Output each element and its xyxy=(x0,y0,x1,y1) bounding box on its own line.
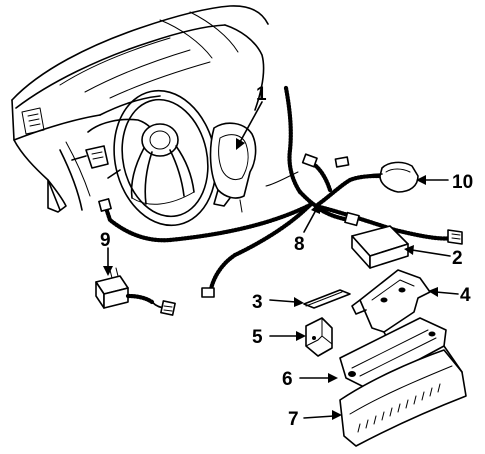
callout-1: 1 xyxy=(256,84,267,105)
part-5-small-bracket xyxy=(305,317,333,357)
callout-9: 9 xyxy=(100,230,111,251)
callout-6: 6 xyxy=(282,369,293,390)
leader-lines xyxy=(103,101,459,420)
part-6-7-support-bracket xyxy=(339,317,467,447)
callout-2: 2 xyxy=(452,248,463,269)
part-10-sensor xyxy=(349,161,419,193)
part-8-wire-harness xyxy=(98,85,463,298)
callout-10: 10 xyxy=(452,172,473,193)
part-1-airbag-module xyxy=(209,122,257,213)
dashboard-illustration xyxy=(11,5,269,213)
part-2-control-module xyxy=(351,225,409,269)
callout-8: 8 xyxy=(294,234,305,255)
callout-labels: 1 2 3 4 5 6 7 8 9 10 xyxy=(100,84,473,430)
callout-5: 5 xyxy=(252,327,263,348)
part-9-impact-sensor xyxy=(95,267,176,316)
steering-wheel-illustration xyxy=(107,89,217,227)
callout-4: 4 xyxy=(460,285,471,306)
callout-3: 3 xyxy=(252,292,263,313)
part-4-mounting-bracket xyxy=(351,269,431,341)
callout-7: 7 xyxy=(288,409,299,430)
part-3-bracket-strip xyxy=(303,289,351,309)
